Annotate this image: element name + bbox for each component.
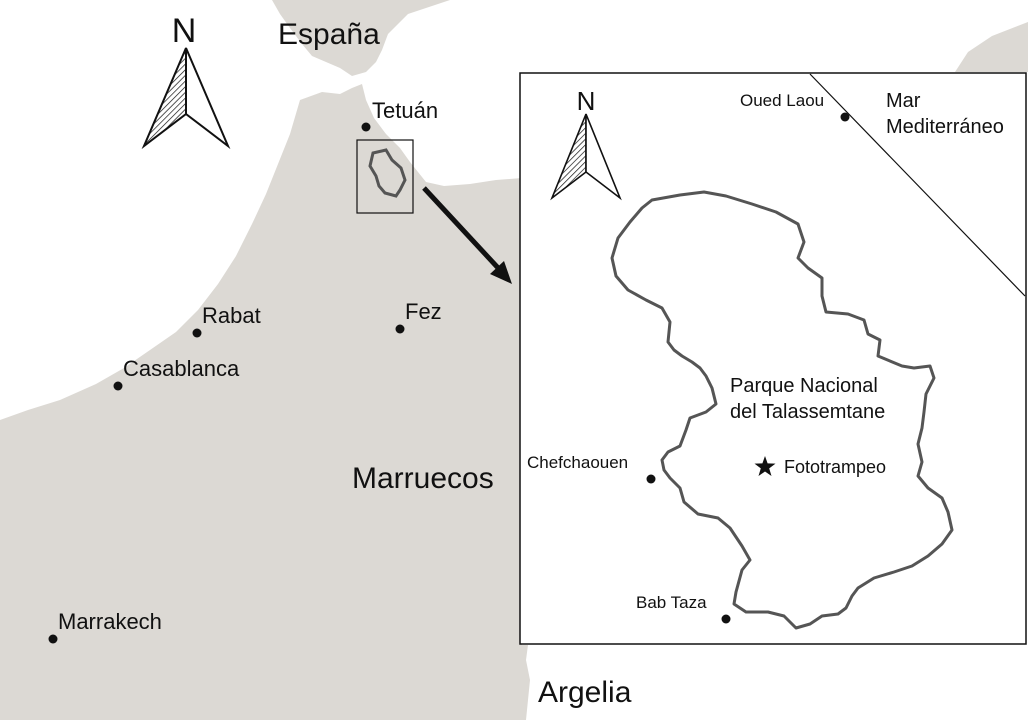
circle-dot-icon [840,112,850,122]
circle-dot-icon [721,614,731,624]
camera-trap: Fototrampeo [754,456,886,477]
place-chefchaouen: Chefchaouen [527,453,656,484]
north-arrow-icon-right [185,47,231,150]
circle-dot-icon [48,634,58,644]
city-fez: Fez [395,299,442,334]
circle-dot-icon [113,381,123,391]
city-label: Marrakech [58,609,162,634]
circle-dot-icon [361,122,371,132]
north-arrow-icon-right [585,113,622,201]
circle-dot-icon [192,328,202,338]
camera-trap-label: Fototrampeo [784,457,886,477]
north-label-main: N [172,12,197,50]
star-icon [754,456,776,476]
city-label: Tetuán [372,98,438,123]
algeria-bg [522,645,1028,720]
land-spain [272,0,450,76]
circle-dot-icon [646,474,656,484]
city-label: Fez [405,299,442,324]
north-arrow-main: N [141,12,231,150]
city-label: Casablanca [123,356,240,381]
country-label-algeria: Argelia [538,676,632,709]
city-label: Rabat [202,303,261,328]
city-marrakech: Marrakech [48,609,162,644]
circle-dot-icon [395,324,405,334]
place-bab-taza: Bab Taza [636,593,731,624]
park-label-line1: Parque Nacional [730,375,878,397]
locator-box [356,139,414,214]
land-morocco [0,84,522,720]
land-northeast [955,22,1028,72]
land-algeria [522,645,530,720]
place-label: Bab Taza [636,593,707,612]
arrow-icon [422,186,512,284]
park-boundary [610,190,954,630]
north-label-inset: N [577,86,596,116]
country-label-spain: España [278,18,380,51]
park-label-line2: del Talassemtane [730,401,885,423]
place-oued-laou: Oued Laou [740,91,850,122]
place-label: Oued Laou [740,91,824,110]
coastline [809,73,1026,297]
country-label-morocco: Marruecos [352,462,494,495]
city-casablanca: Casablanca [113,356,240,391]
city-tetuan: Tetuán [361,98,438,132]
north-arrow-inset: N [550,86,622,201]
park-outline-mini [368,148,407,198]
sea-label-line1: Mar [886,90,921,112]
place-label: Chefchaouen [527,453,628,472]
city-rabat: Rabat [192,303,261,338]
sea-label-line2: Mediterráneo [886,116,1004,138]
